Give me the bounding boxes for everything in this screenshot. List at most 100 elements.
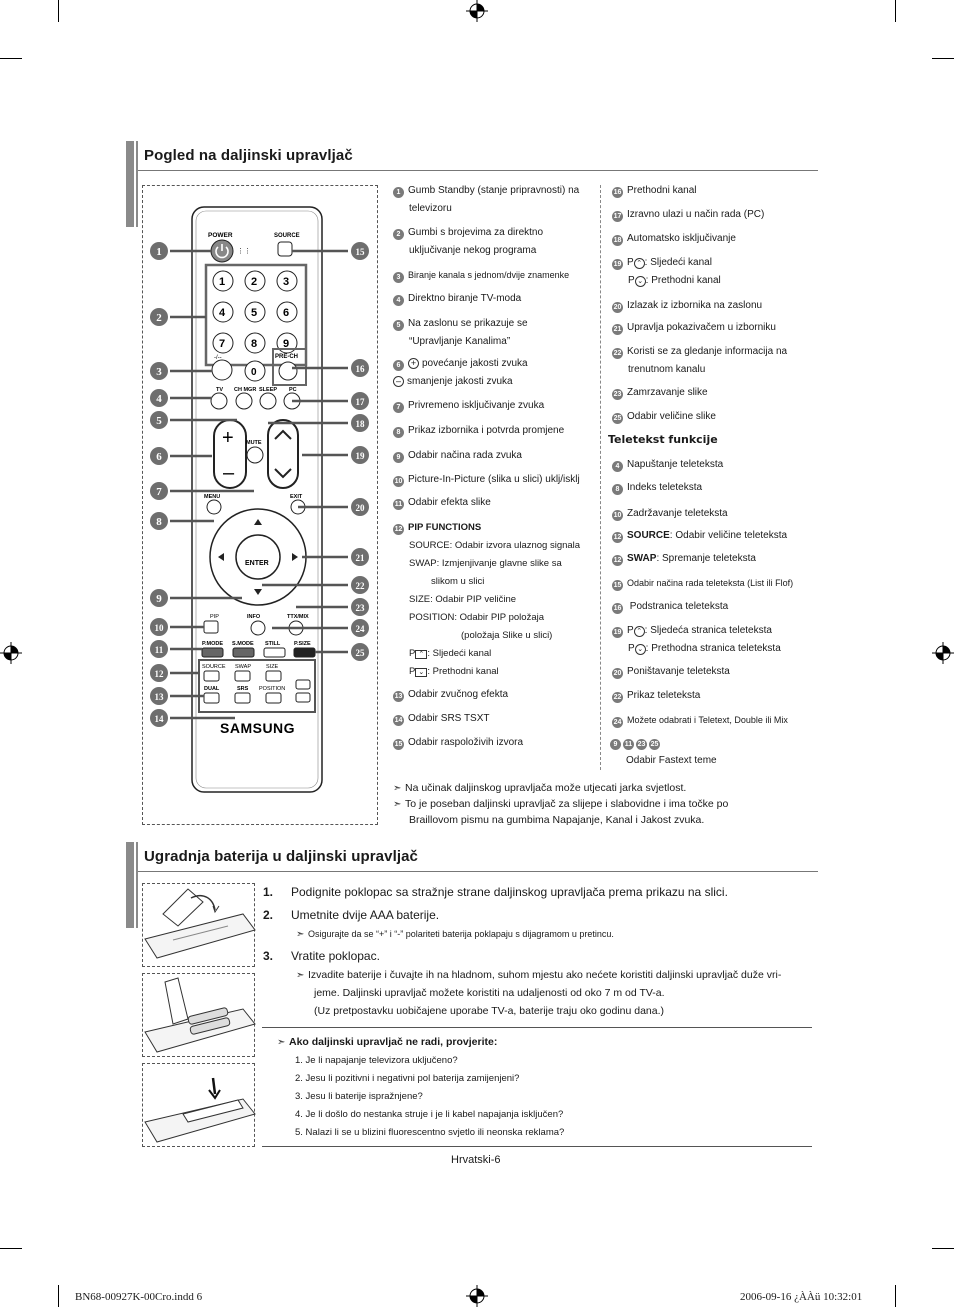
check-item: 5. Nalazi li se u blizini fluorescentno … (295, 1127, 565, 1138)
callout-number: 3 (156, 366, 162, 378)
step-1: 1.Podignite poklopac sa stražnje strane … (263, 885, 728, 899)
ch-up-icon: ⌃ (415, 650, 428, 659)
svg-text:SLEEP: SLEEP (259, 387, 277, 393)
callout-number: 22 (356, 581, 366, 591)
callout-number: 13 (155, 692, 165, 702)
callout-circle (150, 640, 168, 658)
svg-text:EXIT: EXIT (290, 494, 303, 500)
battery-step-image-3 (142, 1063, 256, 1147)
ch-up-icon: ⌃ (633, 626, 645, 637)
section-bar (136, 141, 138, 227)
callout-circle (150, 512, 168, 530)
callout-circle (150, 664, 168, 682)
teletext-heading: Teletekst funkcije (608, 433, 718, 446)
svg-text:P.SIZE: P.SIZE (294, 641, 311, 647)
registration-mark-icon (932, 642, 954, 664)
callout-number: 23 (356, 603, 366, 613)
section-underline (138, 871, 818, 872)
callout-number: 1 (156, 246, 162, 258)
ch-up-icon: ⌃ (633, 258, 645, 269)
check-item: 3. Jesu li baterije ispražnjene? (295, 1091, 423, 1102)
svg-text:PC: PC (289, 387, 297, 393)
crop-mark (895, 0, 896, 22)
check-box-top-line (262, 1027, 812, 1028)
page-number: Hrvatski-6 (451, 1154, 501, 1166)
crop-mark (58, 1285, 59, 1307)
section-bar (126, 141, 134, 227)
battery-step-image-1 (142, 883, 256, 967)
callout-circle (351, 392, 369, 410)
callout-number: 4 (156, 393, 162, 405)
check-item: 2. Jesu li pozitivni i negativni pol bat… (295, 1073, 520, 1084)
step-3-note-2: jeme. Daljinski upravljač možete koristi… (314, 987, 665, 999)
callout-number: 6 (156, 451, 162, 463)
number-key-label: 7 (219, 338, 225, 350)
number-key-label: 8 (251, 338, 257, 350)
callout-number: 18 (356, 419, 366, 429)
section-title: Ugradnja baterija u daljinski upravljač (144, 848, 418, 865)
step-2: 2.Umetnite dvije AAA baterije. (263, 908, 440, 922)
column-divider (600, 185, 601, 770)
registration-mark-icon (0, 642, 22, 664)
section-underline (138, 170, 818, 171)
svg-text:TV: TV (216, 387, 223, 393)
number-key-label: 1 (219, 276, 225, 288)
section-bar (126, 842, 134, 928)
svg-text:0: 0 (251, 367, 257, 378)
callout-circle (150, 482, 168, 500)
callout-number: 24 (356, 624, 366, 634)
callout-circle (351, 446, 369, 464)
callout-circle (150, 362, 168, 380)
callout-circle (351, 498, 369, 516)
section-bar (136, 842, 138, 928)
step-3-note: ➣Izvadite baterije i čuvajte ih na hladn… (296, 969, 782, 981)
power-label: POWER (208, 232, 233, 239)
number-key (244, 332, 266, 354)
crop-mark (895, 1285, 896, 1307)
crop-mark (0, 1248, 22, 1249)
callout-circle (150, 618, 168, 636)
callout-circle (351, 414, 369, 432)
svg-text:–: – (223, 462, 235, 484)
remote-illustration-frame (142, 185, 378, 825)
svg-text:PRE-CH: PRE-CH (275, 354, 298, 360)
check-title: ➣Ako daljinski upravljač ne radi, provje… (277, 1036, 498, 1048)
check-item: 4. Je li došlo do nestanka struje i je l… (295, 1109, 564, 1120)
callout-circle (150, 411, 168, 429)
svg-text:STILL: STILL (265, 641, 281, 647)
svg-text:P.MODE: P.MODE (202, 641, 223, 647)
callout-circle (150, 308, 168, 326)
crop-mark (932, 58, 954, 59)
section-title: Pogled na daljinski upravljač (144, 147, 353, 164)
number-key (276, 301, 298, 323)
callout-number: 20 (356, 503, 366, 513)
number-key-label: 2 (251, 276, 257, 288)
callout-number: 5 (156, 415, 162, 427)
svg-text:MUTE: MUTE (246, 440, 262, 446)
vol-up-icon: + (408, 358, 419, 369)
callout-number: 10 (155, 623, 165, 633)
callout-circle (150, 389, 168, 407)
